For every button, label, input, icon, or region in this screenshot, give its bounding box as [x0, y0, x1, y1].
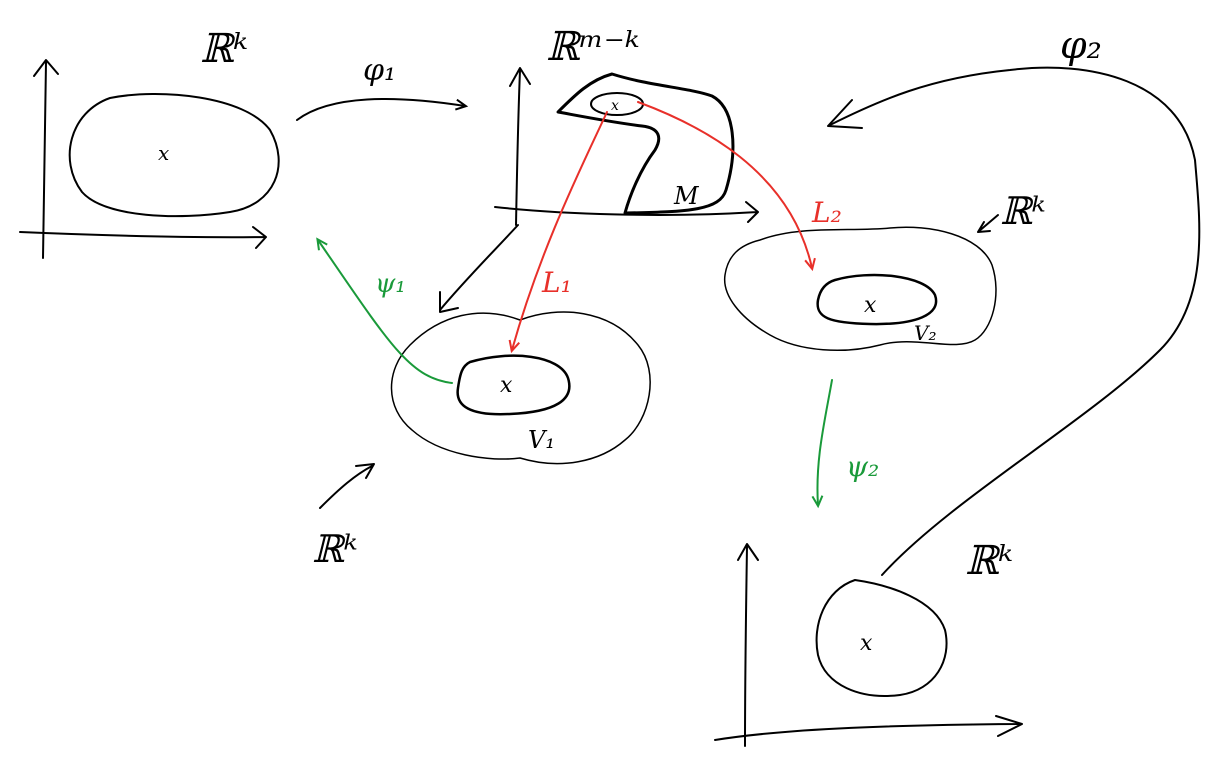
phi1-map: φ₁: [296, 53, 469, 121]
x-axis-bottom-right: [714, 715, 1023, 741]
arrow-to-space-bottom-left: [319, 463, 375, 509]
point-x-manifold: x: [611, 98, 619, 114]
region-bottom-right: [815, 579, 948, 697]
point-x-bottom-right: x: [860, 631, 873, 656]
label-rk-bottom-right: ℝᵏ: [965, 538, 1013, 584]
psi1-arrow: [316, 237, 453, 384]
L1-label: L₁: [541, 266, 572, 299]
region-top-left: [68, 93, 280, 218]
label-v2: V₂: [914, 321, 936, 345]
arrow-from-manifold-axis: [439, 224, 519, 313]
L1-arrow: [508, 111, 608, 354]
manifold-chart: ℝᵐ⁻ᵏ x M: [494, 24, 759, 226]
label-rk-right: ℝᵏ: [1000, 189, 1045, 233]
chart-bottom-right: x ℝᵏ: [714, 538, 1023, 747]
x-axis-top-left: [19, 226, 267, 249]
label-rk-bottom-left: ℝᵏ: [312, 527, 357, 571]
blob-bottom-left: [390, 311, 651, 465]
phi2-label: φ₂: [1060, 23, 1102, 67]
point-x-v2: x: [864, 293, 877, 318]
arrow-to-space-right: [977, 214, 999, 233]
phi1-label: φ₁: [363, 53, 396, 88]
space-right: ℝᵏ x V₂: [723, 189, 1045, 352]
phi2-arrowhead: [827, 99, 863, 129]
y-axis-bottom-right: [737, 543, 759, 747]
L2-label: L₂: [811, 196, 842, 229]
red-maps: L₁ L₂: [508, 101, 842, 354]
label-rk-top-left: ℝᵏ: [200, 26, 248, 72]
label-manifold-m: M: [673, 182, 700, 210]
space-bottom-left: x V₁ ℝᵏ: [312, 224, 651, 571]
psi2-label: ψ₂: [846, 450, 879, 483]
point-x-top-left: x: [158, 141, 169, 165]
chart-top-left: x ℝᵏ: [19, 26, 280, 259]
manifold-shape: [556, 72, 735, 215]
label-v1: V₁: [528, 426, 555, 454]
v1-region: [456, 354, 571, 416]
phi2-arrow: [829, 66, 1201, 576]
green-maps: ψ₁ ψ₂: [316, 237, 879, 509]
phi1-arrow: [296, 98, 469, 121]
v2-region: [816, 273, 938, 326]
point-x-v1: x: [500, 373, 513, 398]
y-axis-top-left: [33, 59, 59, 259]
label-rmk: ℝᵐ⁻ᵏ: [546, 24, 639, 70]
psi1-label: ψ₁: [375, 269, 406, 299]
x-axis-manifold: [494, 201, 759, 223]
y-axis-manifold: [509, 67, 531, 226]
psi2-arrow: [811, 379, 833, 509]
L2-arrow: [637, 101, 816, 272]
blob-right: [723, 226, 997, 352]
phi2-map: φ₂: [827, 23, 1201, 576]
